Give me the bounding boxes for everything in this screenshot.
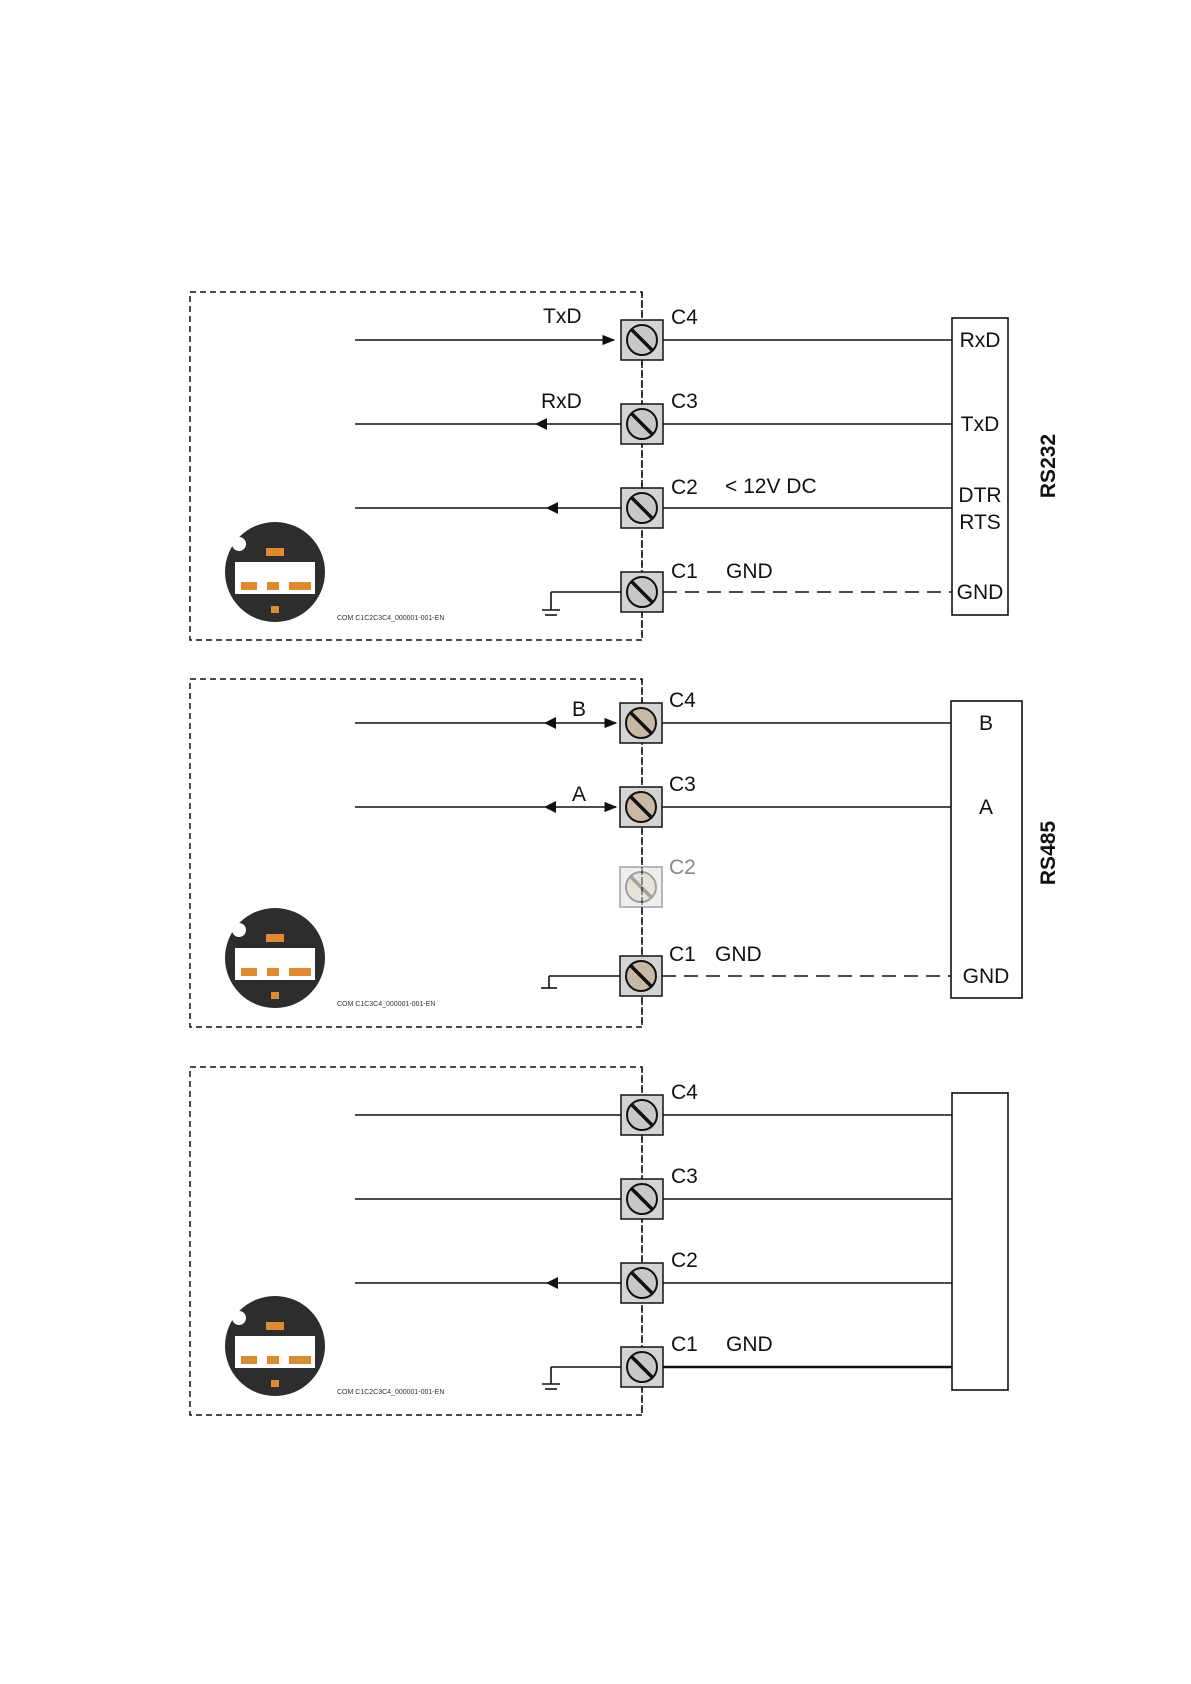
terminal-c1	[620, 956, 662, 996]
ground-icon	[542, 1367, 621, 1389]
device-photo	[225, 908, 325, 1008]
gnd-label: GND	[726, 1333, 773, 1356]
ext-pin-rts: RTS	[959, 511, 1001, 534]
device-caption: COM C1C2C3C4_000001-001-EN	[337, 615, 444, 622]
arrow-in-icon	[544, 717, 556, 729]
terminal-label-c2: C2	[669, 856, 696, 879]
terminal-c4	[620, 703, 662, 743]
ext-pin-a: A	[979, 796, 993, 819]
interface-label-rs232: RS232	[1037, 434, 1060, 498]
voltage-label: < 12V DC	[725, 475, 817, 498]
panel-rs232: COM C1C2C3C4_000001-001-EN TxD C4 RxD C3	[190, 292, 1060, 640]
terminal-label-c1: C1	[671, 560, 698, 583]
terminal-c1	[621, 1347, 663, 1387]
device-photo	[225, 522, 325, 622]
terminal-c3	[621, 404, 663, 444]
ext-pin-rxd: RxD	[960, 329, 1001, 352]
panel-generic: COM C1C2C3C4_000001-001-EN C4 C3 C2	[190, 1067, 1008, 1415]
ext-pin-b: B	[979, 712, 993, 735]
terminal-label-c4: C4	[671, 1081, 698, 1104]
gnd-label: GND	[715, 943, 762, 966]
arrow-in-icon	[544, 801, 556, 813]
ground-icon	[541, 976, 620, 988]
terminal-label-c1: C1	[671, 1333, 698, 1356]
terminal-label-c2: C2	[671, 1249, 698, 1272]
ext-pin-gnd: GND	[963, 965, 1010, 988]
signal-label-b: B	[572, 698, 586, 721]
terminal-label-c1: C1	[669, 943, 696, 966]
signal-label-a: A	[572, 783, 586, 806]
terminal-label-c3: C3	[671, 390, 698, 413]
signal-label-txd: TxD	[543, 305, 582, 328]
terminal-c2	[621, 488, 663, 528]
terminal-c4	[621, 320, 663, 360]
panel-rs485: COM C1C3C4_000001-001-EN B C4 A C3 C2	[190, 679, 1060, 1027]
ground-icon	[542, 592, 621, 615]
gnd-label: GND	[726, 560, 773, 583]
ext-pin-txd: TxD	[961, 413, 1000, 436]
arrow-in-icon	[535, 418, 547, 430]
terminal-c3	[621, 1179, 663, 1219]
terminal-label-c4: C4	[669, 689, 696, 712]
arrow-in-icon	[546, 1277, 558, 1289]
device-caption: COM C1C3C4_000001-001-EN	[337, 1001, 435, 1008]
ext-pin-gnd: GND	[957, 581, 1004, 604]
interface-label-rs485: RS485	[1037, 821, 1060, 886]
terminal-c3	[620, 787, 662, 827]
terminal-c4	[621, 1095, 663, 1135]
signal-label-rxd: RxD	[541, 390, 582, 413]
terminal-label-c3: C3	[669, 773, 696, 796]
terminal-label-c4: C4	[671, 306, 698, 329]
terminal-c2-disabled	[620, 867, 662, 907]
external-device-rs232	[952, 318, 1008, 615]
terminal-c2	[621, 1263, 663, 1303]
ext-pin-dtr: DTR	[958, 484, 1001, 507]
device-photo	[225, 1296, 325, 1396]
terminal-label-c3: C3	[671, 1165, 698, 1188]
external-device-generic	[952, 1093, 1008, 1390]
terminal-c1	[621, 572, 663, 612]
arrow-in-icon	[546, 502, 558, 514]
device-caption: COM C1C2C3C4_000001-001-EN	[337, 1389, 444, 1396]
terminal-label-c2: C2	[671, 476, 698, 499]
external-device-rs485	[951, 701, 1022, 998]
